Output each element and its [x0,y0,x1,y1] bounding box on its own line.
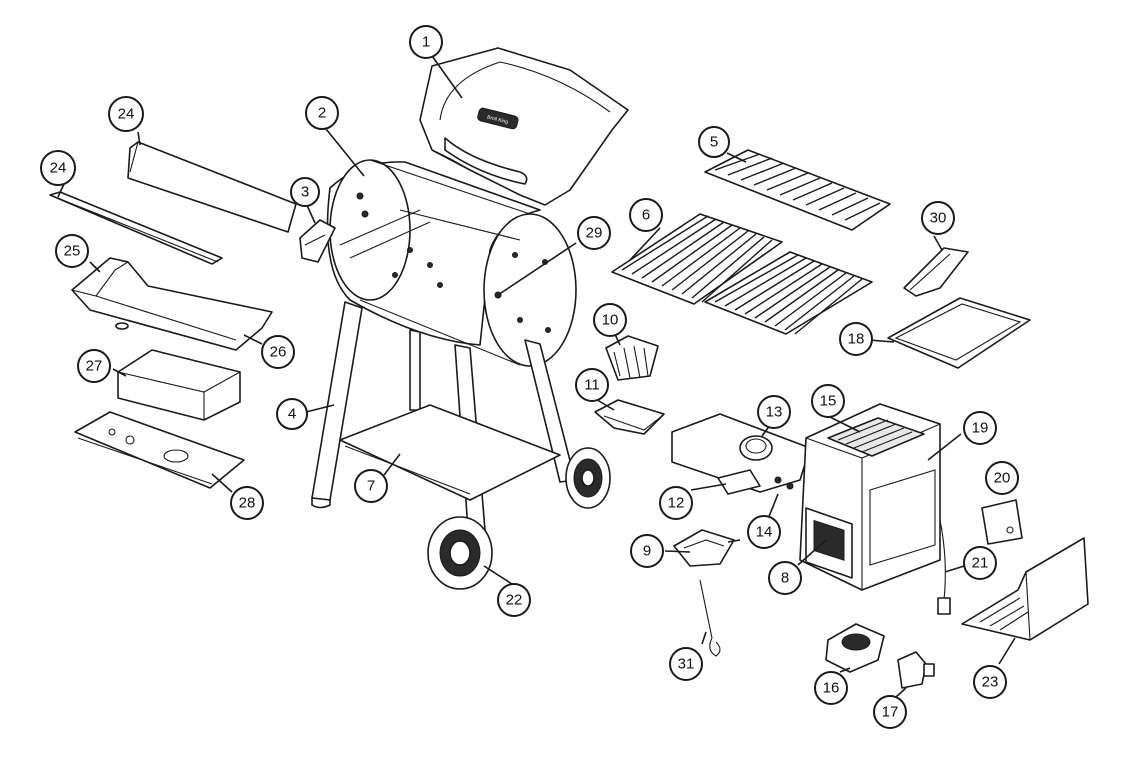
svg-text:20: 20 [994,470,1011,487]
svg-text:23: 23 [982,674,999,691]
svg-text:25: 25 [64,243,81,260]
lid-part: Broil King [419,47,629,206]
svg-text:29: 29 [586,225,603,242]
callout-7: 7 [354,469,388,503]
callout-29: 29 [577,216,611,250]
svg-text:24: 24 [50,160,67,177]
power-cord-part [937,519,951,615]
cover-plate-part [981,499,1023,545]
svg-text:5: 5 [710,134,718,151]
callout-14: 14 [747,515,781,549]
svg-text:10: 10 [602,312,619,329]
callout-25: 25 [55,234,89,268]
svg-text:31: 31 [678,656,695,673]
cooking-grid-right-part [704,251,873,335]
callout-6: 6 [629,198,663,232]
hopper-panel-part [961,537,1089,641]
drip-tray-part [887,297,1031,369]
warming-rack-part [704,149,891,231]
svg-text:Broil King: Broil King [486,114,508,125]
svg-text:17: 17 [882,704,899,721]
grid-lifter-part [903,247,969,297]
callout-22: 22 [497,583,531,617]
callout-2: 2 [305,96,339,130]
svg-text:26: 26 [270,344,287,361]
svg-text:3: 3 [301,184,309,201]
igniter-part [699,579,721,657]
svg-text:24: 24 [118,106,135,123]
svg-text:30: 30 [930,210,947,227]
svg-text:13: 13 [766,404,783,421]
wheels-part [427,447,611,590]
callout-16: 16 [814,671,848,705]
firepot-tray-part [71,257,273,351]
svg-text:21: 21 [972,555,989,572]
callout-24-upper: 24 [108,96,144,132]
callout-30: 30 [921,201,955,235]
svg-text:6: 6 [642,207,650,224]
callout-10: 10 [593,303,627,337]
callout-24-lower: 24 [40,150,76,186]
auger-motor-part [897,651,935,689]
heat-shield-lower-part [49,191,223,265]
svg-text:27: 27 [86,358,103,375]
heat-shield-upper-part [127,141,297,233]
cart-frame-part [311,301,576,531]
callout-3: 3 [290,177,320,207]
svg-text:12: 12 [668,495,685,512]
side-handle-part [299,219,336,263]
svg-text:9: 9 [643,543,651,560]
callout-23: 23 [973,665,1007,699]
callout-1: 1 [409,25,443,59]
fan-part [825,623,885,673]
callout-21: 21 [963,546,997,580]
svg-text:11: 11 [584,377,600,394]
callouts: 1 2 3 4 5 6 7 8 9 10 11 12 13 14 15 16 1… [40,25,1019,729]
callout-31: 31 [669,647,703,681]
callout-18: 18 [839,322,873,356]
callout-9: 9 [630,534,664,568]
callout-8: 8 [768,561,802,595]
svg-text:14: 14 [756,524,773,541]
callout-28: 28 [230,486,264,520]
callout-19: 19 [963,411,997,445]
svg-text:18: 18 [848,331,865,348]
cooking-grid-left-part [611,213,783,305]
grease-basket-part [605,335,659,381]
callout-17: 17 [873,695,907,729]
svg-text:16: 16 [823,680,840,697]
callout-5: 5 [698,126,730,158]
svg-text:2: 2 [318,105,326,122]
base-plate-part [74,411,245,489]
callout-11: 11 [575,368,609,402]
leader-lines [57,52,1016,698]
svg-text:19: 19 [972,420,989,437]
svg-text:28: 28 [239,495,256,512]
callout-26: 26 [261,335,295,369]
callout-27: 27 [77,349,111,383]
callout-20: 20 [985,461,1019,495]
callout-12: 12 [659,486,693,520]
barrel-body-part [326,159,577,367]
callout-4: 4 [276,398,308,430]
svg-text:15: 15 [820,393,837,410]
svg-text:22: 22 [506,592,523,609]
svg-text:4: 4 [288,406,296,423]
svg-text:7: 7 [367,478,375,495]
burn-box-part [117,349,241,421]
callout-15: 15 [811,384,845,418]
hopper-box-part [799,403,941,591]
callout-13: 13 [757,395,791,429]
firepot-part [673,529,735,567]
svg-text:1: 1 [422,34,430,51]
svg-text:8: 8 [781,570,789,587]
hopper-auger-part [671,413,811,495]
